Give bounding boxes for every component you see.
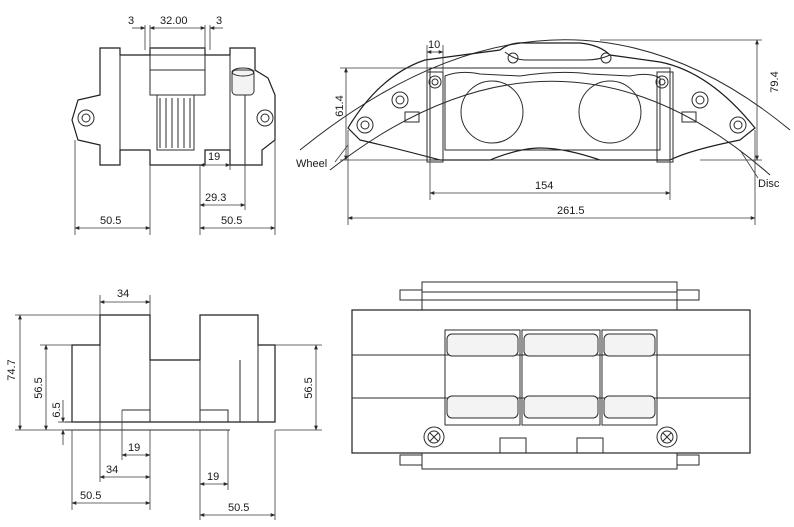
dim-56-5-right: 56.5 — [303, 377, 315, 398]
mount-hole-left-2 — [391, 91, 409, 109]
top-rod-end-right — [676, 289, 700, 301]
bolt-left — [423, 426, 445, 448]
mount-hole-right-2 — [691, 91, 709, 109]
dim-154: 154 — [535, 180, 553, 192]
dim-34-bottom: 34 — [106, 464, 118, 476]
dim-6-5: 6.5 — [51, 402, 63, 417]
bottom-rod — [421, 452, 678, 470]
dim-79-4: 79.4 — [769, 71, 781, 92]
pad-spring — [156, 94, 195, 151]
bleed-boss-top — [231, 67, 255, 77]
mount-hole-right-1 — [729, 116, 747, 134]
top-view — [351, 281, 751, 470]
dim-261-5: 261.5 — [557, 205, 585, 217]
piston-column — [149, 54, 206, 96]
pad-center — [521, 329, 601, 426]
top-rod — [421, 281, 678, 311]
dim-10: 10 — [428, 39, 440, 51]
piston-right — [578, 80, 642, 144]
dim-56-5-left: 56.5 — [33, 377, 45, 398]
dim-50-5-right: 50.5 — [221, 215, 242, 227]
label-disc: Disc — [758, 178, 780, 190]
dim-50-5-left: 50.5 — [100, 215, 121, 227]
pad-right — [601, 329, 658, 426]
side-view-top: 3 32.00 3 19 29.3 50.5 50.5 — [71, 15, 276, 235]
bleed-boss — [231, 69, 255, 96]
wheel-arc — [299, 39, 791, 151]
dim-32: 32.00 — [160, 15, 188, 27]
top-rod-end-left — [399, 289, 423, 301]
pad-left — [444, 329, 521, 426]
dim-19-b: 19 — [207, 471, 219, 483]
piston-column-inner — [149, 69, 206, 96]
dim-19-a: 19 — [128, 442, 140, 454]
side-view-bottom-body — [71, 314, 276, 423]
dim-50-5-br: 50.5 — [228, 502, 249, 514]
side-bolt-hole-left — [77, 109, 95, 127]
piston-left — [460, 80, 524, 144]
dim-74-7: 74.7 — [6, 359, 18, 380]
label-wheel: Wheel — [296, 158, 327, 170]
dim-29-3: 29.3 — [205, 192, 226, 204]
side-view-bottom: 34 74.7 56.5 6.5 56.5 19 34 19 — [6, 288, 322, 520]
top-screw-right — [600, 52, 612, 64]
dim-3-right: 3 — [216, 15, 222, 27]
bolt-right — [656, 426, 678, 448]
mount-hole-left-3 — [428, 75, 442, 89]
top-screw-left — [507, 52, 519, 64]
mount-hole-right-3 — [655, 75, 669, 89]
dim-3-left: 3 — [128, 15, 134, 27]
dim-61-4: 61.4 — [334, 95, 346, 116]
dim-50-5-bl: 50.5 — [80, 490, 101, 502]
disc-arc — [329, 80, 771, 176]
mount-hole-left-1 — [356, 116, 374, 134]
caliper-outline — [347, 42, 756, 161]
front-view: 10 61.4 79.4 154 261.5 Wheel Disc — [296, 39, 791, 225]
dim-19-top: 19 — [208, 151, 220, 163]
dim-34-top: 34 — [117, 288, 129, 300]
side-bolt-hole-right — [256, 109, 274, 127]
top-view-body — [351, 309, 751, 454]
